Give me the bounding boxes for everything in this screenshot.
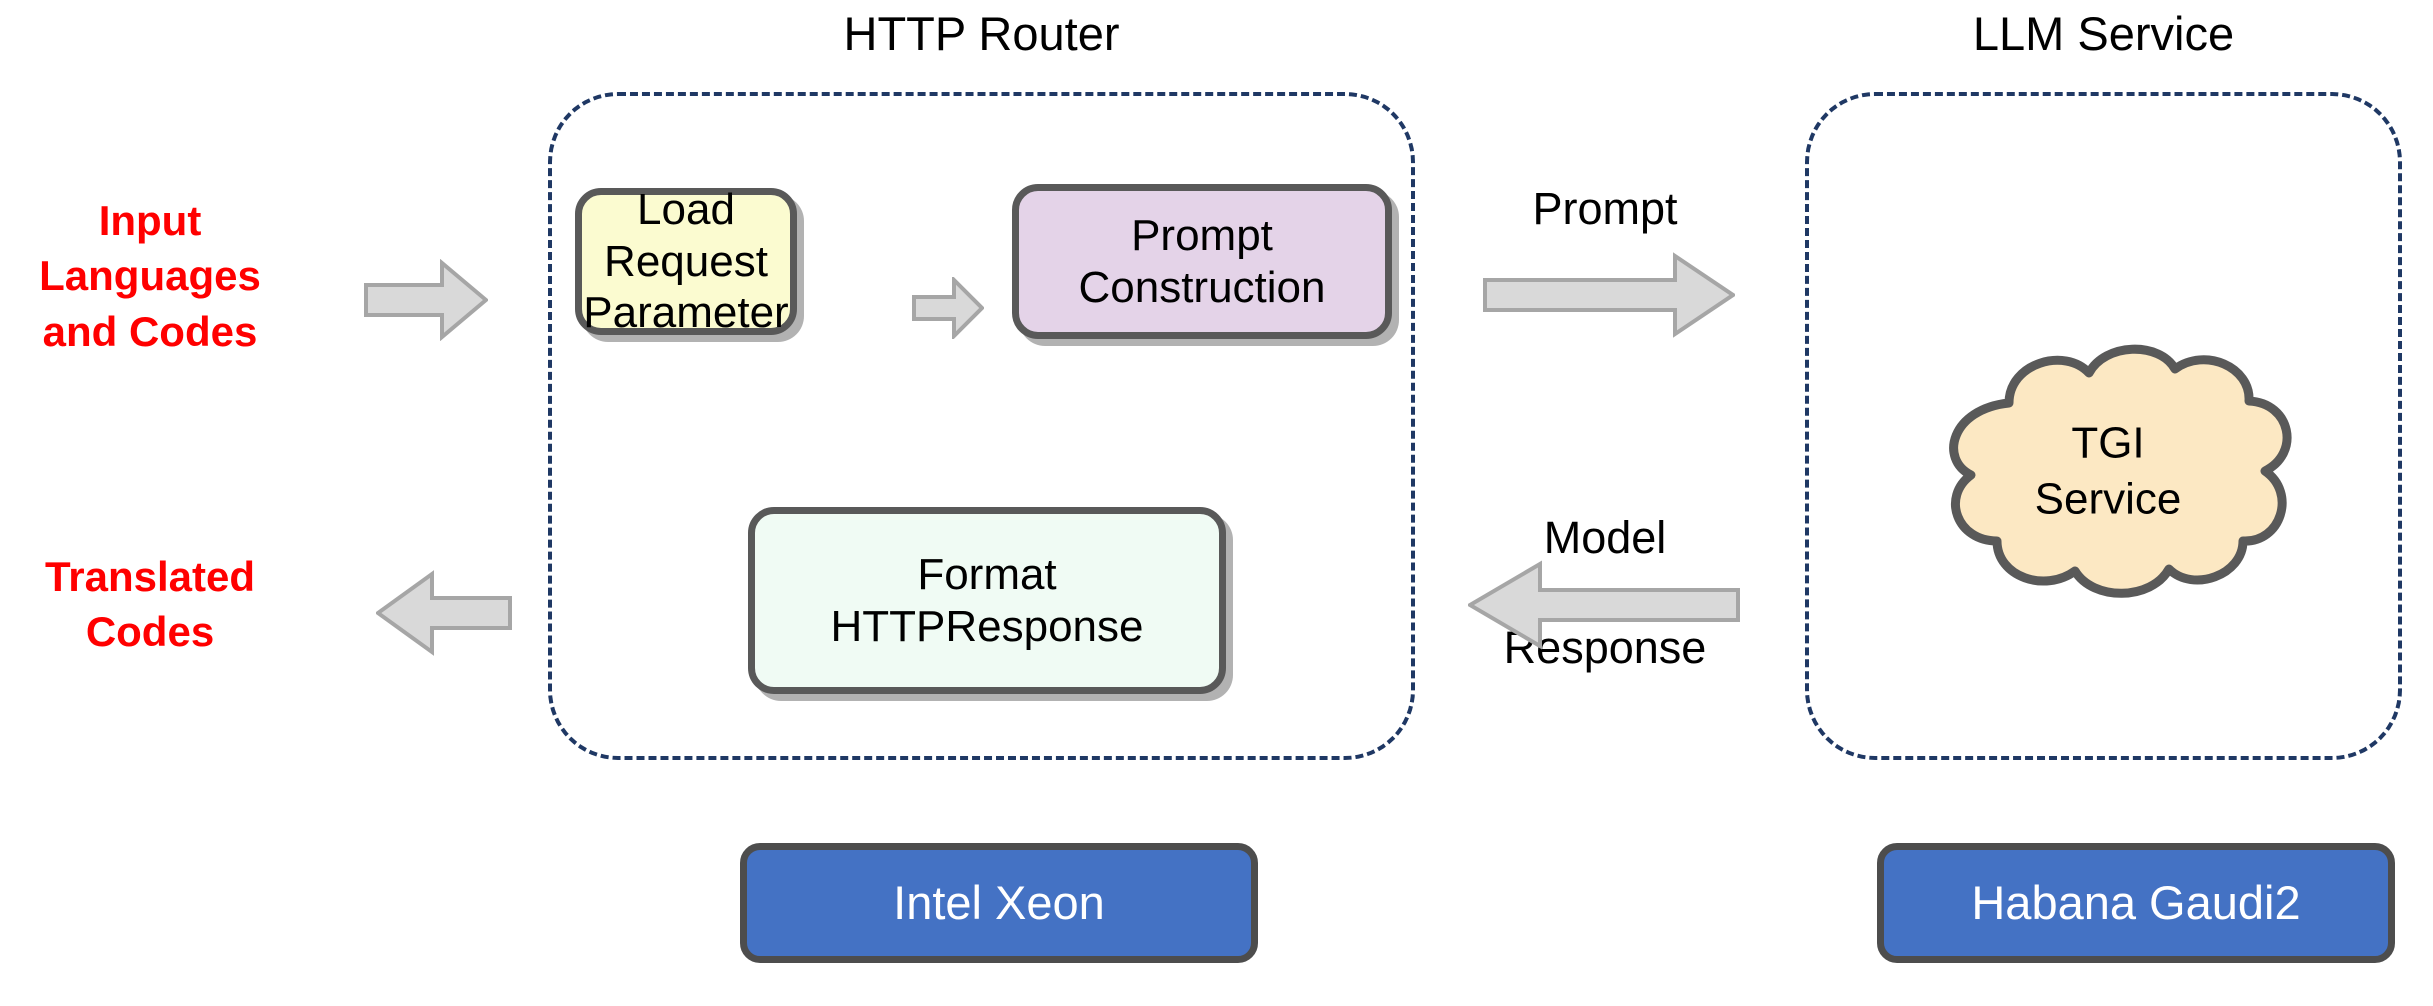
node-format-http-response[interactable]: Format HTTPResponse xyxy=(748,507,1226,694)
caption-output-line-2: Codes xyxy=(85,608,215,656)
caption-output-line-1: Translated xyxy=(44,553,256,600)
arrow-prompt-icon xyxy=(1483,252,1735,338)
group-container-http-router xyxy=(548,92,1415,760)
caption-input-line-2: Languages xyxy=(39,252,261,300)
arrow-input-to-router-icon xyxy=(364,259,488,341)
group-container-llm-service xyxy=(1805,92,2402,760)
node-load-request-parameter-line-1: Load xyxy=(637,184,735,234)
node-format-http-response-line-2: HTTPResponse xyxy=(830,601,1144,651)
node-load-request-parameter-line-2: Request xyxy=(604,236,768,286)
caption-input-languages-and-codes: Input Languages and Codes xyxy=(10,193,290,359)
node-prompt-construction-line-1: Prompt xyxy=(1131,210,1273,260)
node-tgi-service[interactable]: TGI Service xyxy=(1913,337,2303,607)
arrow-load-to-prompt-icon xyxy=(912,277,984,339)
arrow-model-response-icon xyxy=(1468,560,1740,650)
hardware-habana-gaudi2-label: Habana Gaudi2 xyxy=(1971,876,2301,930)
edge-label-prompt: Prompt xyxy=(1532,183,1678,234)
node-load-request-parameter[interactable]: Load Request Parameter xyxy=(575,185,797,337)
caption-translated-codes: Translated Codes xyxy=(10,549,290,660)
arrow-router-to-output-icon xyxy=(376,570,512,656)
cloud-icon xyxy=(1949,344,2292,598)
caption-input-line-3: and Codes xyxy=(42,307,258,355)
node-format-http-response-line-1: Format xyxy=(917,549,1057,599)
hardware-intel-xeon-label: Intel Xeon xyxy=(893,876,1105,930)
node-load-request-parameter-line-3: Parameter xyxy=(583,288,789,338)
group-title-http-router: HTTP Router xyxy=(843,7,1120,60)
group-title-llm-service: LLM Service xyxy=(1972,7,2235,60)
hardware-habana-gaudi2[interactable]: Habana Gaudi2 xyxy=(1877,843,2395,963)
edge-label-model-response-line-1: Model xyxy=(1543,511,1667,563)
hardware-intel-xeon[interactable]: Intel Xeon xyxy=(740,843,1258,963)
caption-input-line-1: Input xyxy=(98,197,202,244)
node-prompt-construction-line-2: Construction xyxy=(1078,262,1326,312)
node-prompt-construction[interactable]: Prompt Construction xyxy=(1012,184,1392,339)
